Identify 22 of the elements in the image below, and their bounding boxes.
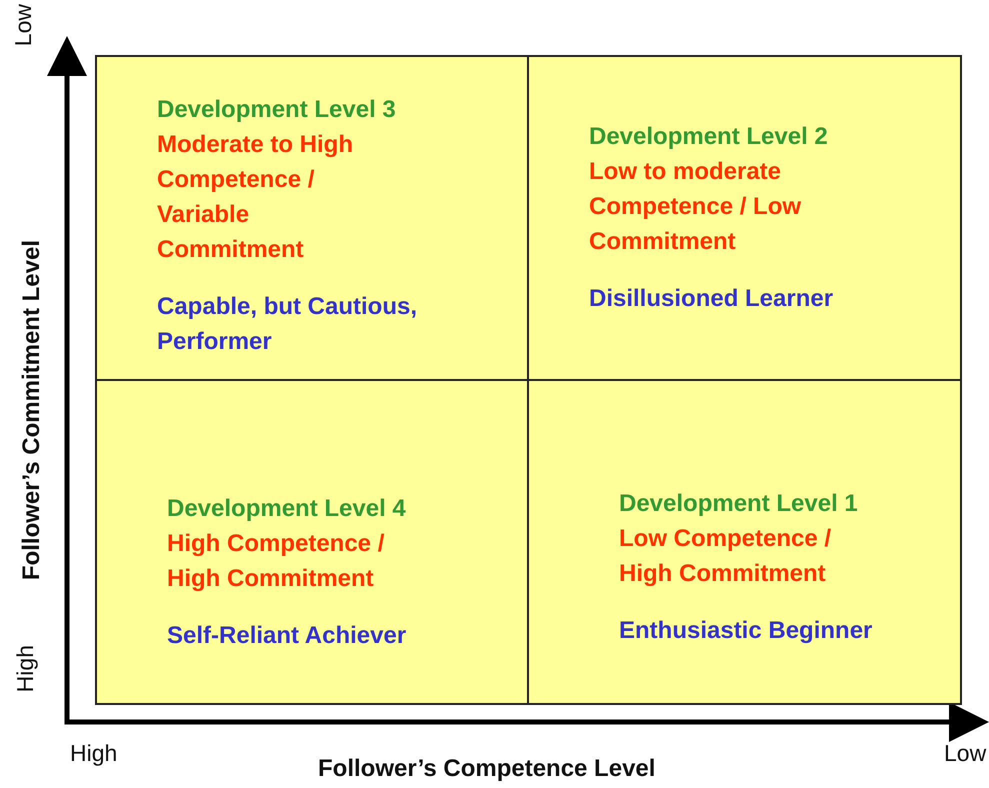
axis-end-label: High	[70, 740, 118, 767]
axis-title: Follower’s Commitment Level	[18, 240, 46, 580]
competence-text: Low to moderate Competence / Low Commitment	[589, 157, 802, 257]
level-heading: Development Level 4	[167, 494, 406, 524]
quadrant-cell	[527, 379, 962, 705]
quadrant-cell	[527, 55, 962, 381]
learner-type-text: Self-Reliant Achiever	[167, 621, 406, 651]
quadrant-cell	[95, 379, 529, 705]
learner-type-text: Enthusiastic Beginner	[619, 616, 872, 646]
level-heading: Development Level 1	[619, 489, 858, 519]
competence-text: Moderate to High Competence / Variable Commitment	[157, 130, 354, 265]
axis-end-label: Low	[944, 740, 986, 767]
axis-end-label: High	[12, 645, 39, 692]
quadrant-cell	[95, 55, 529, 381]
learner-type-text: Capable, but Cautious, Performer	[157, 292, 418, 357]
competence-text: High Competence / High Commitment	[167, 529, 386, 594]
axis-end-label: Low	[10, 4, 37, 46]
level-heading: Development Level 3	[157, 95, 396, 125]
level-heading: Development Level 2	[589, 122, 828, 152]
axis-title: Follower’s Competence Level	[318, 755, 656, 783]
competence-text: Low Competence / High Commitment	[619, 524, 832, 589]
learner-type-text: Disillusioned Learner	[589, 284, 834, 314]
